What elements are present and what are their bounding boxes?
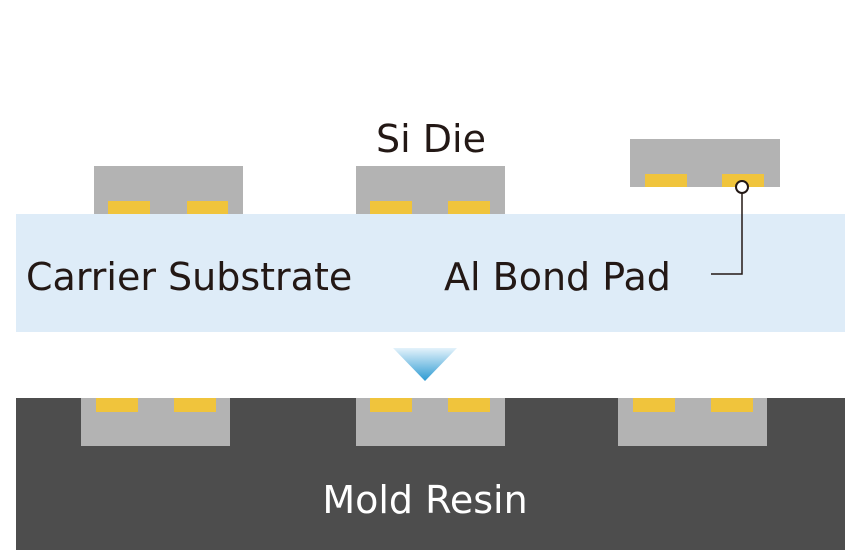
carrier-substrate-label: Carrier Substrate xyxy=(26,255,352,299)
bond-pad xyxy=(448,201,490,215)
bond-pad xyxy=(645,174,687,187)
mold-resin-label: Mold Resin xyxy=(322,478,527,522)
bond-pad xyxy=(370,201,412,215)
bond-pad xyxy=(108,201,150,215)
bond-pad-leader-line xyxy=(711,193,743,275)
carrier-substrate xyxy=(16,214,845,332)
down-triangle-arrow-icon xyxy=(393,348,457,381)
bond-pad xyxy=(187,201,228,215)
bond-pad xyxy=(370,398,412,412)
bond-pad xyxy=(174,398,216,412)
bond-pad-leader-dot xyxy=(735,180,749,194)
al-bond-pad-label: Al Bond Pad xyxy=(444,255,671,299)
bond-pad xyxy=(633,398,675,412)
bond-pad xyxy=(96,398,138,412)
top-stage: Si Die Carrier Substrate Al Bond Pad xyxy=(16,117,845,332)
bond-pad xyxy=(711,398,753,412)
si-die-label: Si Die xyxy=(376,117,486,161)
bond-pad xyxy=(448,398,490,412)
bottom-stage: Mold Resin xyxy=(16,398,845,550)
